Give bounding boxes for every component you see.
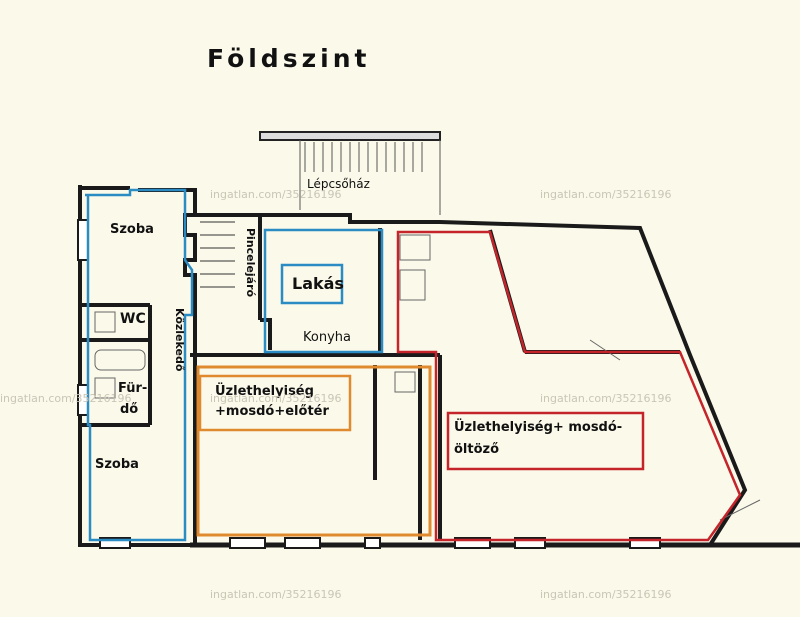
lakas-outline xyxy=(85,188,194,542)
label-lakas: Lakás xyxy=(292,274,344,293)
label-uzlet1-line2: +mosdó+előtér xyxy=(215,404,329,419)
watermark: ingatlan.com/35216196 xyxy=(210,392,342,405)
label-konyha: Konyha xyxy=(303,330,351,345)
uzlet1-outline xyxy=(196,365,432,537)
label-wc: WC xyxy=(120,311,146,327)
watermark: ingatlan.com/35216196 xyxy=(540,392,672,405)
fixtures xyxy=(94,234,761,521)
label-pincelejaro: Pincelejáró xyxy=(244,228,257,298)
watermark: ingatlan.com/35216196 xyxy=(540,588,672,601)
label-uzlet1-line1: Üzlethelyiség xyxy=(215,384,314,399)
uzlet1-label-box xyxy=(198,374,352,432)
label-lepcsohaz: Lépcsőház xyxy=(307,177,370,191)
label-szoba-top: Szoba xyxy=(110,222,154,237)
uzlet2-outline xyxy=(396,230,742,542)
watermark: ingatlan.com/35216196 xyxy=(210,188,342,201)
lakas-label-box xyxy=(280,263,344,305)
label-uzlet2-line2: öltöző xyxy=(454,442,500,457)
label-szoba-bottom: Szoba xyxy=(95,457,139,472)
label-kozlekedo: Közlekedő xyxy=(173,308,186,372)
page-title: Földszint xyxy=(207,44,371,73)
label-uzlet2-line1: Üzlethelyiség+ mosdó- xyxy=(454,420,623,435)
lakas-kitchen-outline xyxy=(263,228,384,354)
uzlet2-label-box xyxy=(446,411,645,471)
windows xyxy=(77,219,661,549)
staircase xyxy=(200,131,441,288)
watermark: ingatlan.com/35216196 xyxy=(540,188,672,201)
walls xyxy=(78,185,800,548)
label-furdo-2: dő xyxy=(120,402,139,417)
watermark: ingatlan.com/35216196 xyxy=(210,588,342,601)
label-furdo-1: Für- xyxy=(118,381,148,396)
watermark: ingatlan.com/35216196 xyxy=(0,392,132,405)
